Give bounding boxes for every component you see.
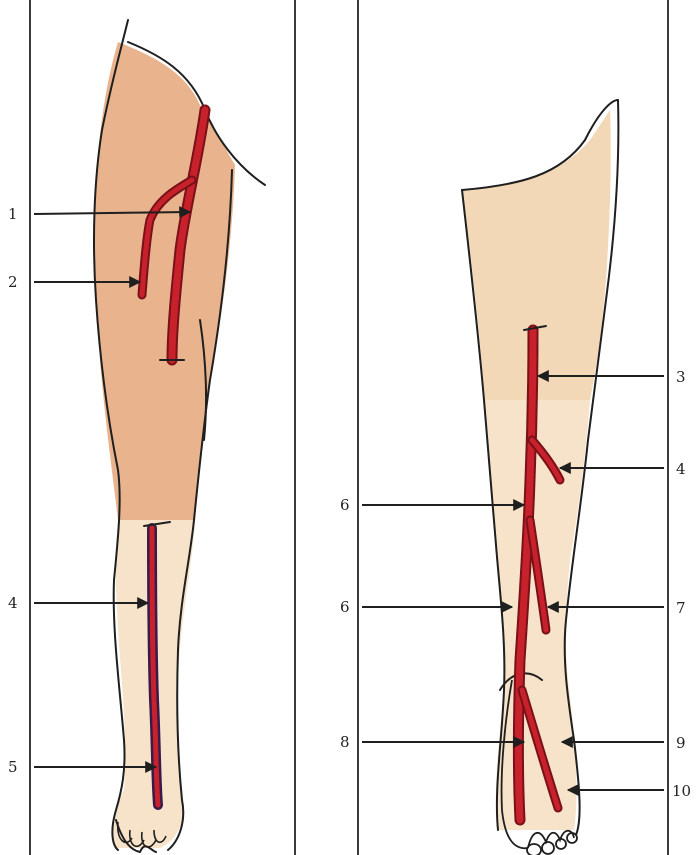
label-10: 10 [672,782,691,800]
label-6-lower: 6 [340,598,350,616]
left-labels: 1 2 4 5 [8,205,18,776]
label-8: 8 [340,733,350,751]
label-5: 5 [8,758,18,776]
label-1: 1 [8,205,18,223]
label-3: 3 [676,368,686,386]
label-7: 7 [676,599,686,617]
label-9: 9 [676,734,686,752]
right-lower-leg [485,400,590,830]
label-2: 2 [8,273,18,291]
label-6-upper: 6 [340,496,350,514]
label-4-left: 4 [8,594,18,612]
label-4-right: 4 [676,460,686,478]
left-leg-figure [94,20,265,852]
